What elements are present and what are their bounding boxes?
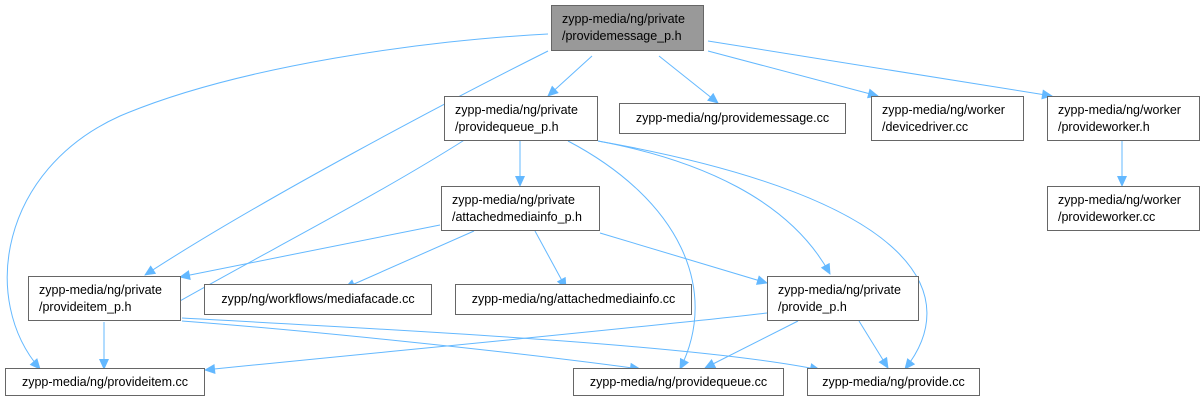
node-line-1: zypp-media/ng/provide.cc	[822, 374, 965, 389]
node-line-2: /provide_p.h	[778, 299, 847, 314]
node-line-1: zypp-media/ng/private	[39, 282, 162, 297]
node-line-2: /attachedmediainfo_p.h	[452, 209, 582, 224]
node-line-1: zypp-media/ng/attachedmediainfo.cc	[471, 292, 676, 306]
node-line-1: zypp-media/ng/private	[562, 12, 685, 26]
node-provideitem-cc[interactable]: zypp-media/ng/provideitem.cc	[5, 368, 205, 396]
node-line-2: /devicedriver.cc	[882, 119, 969, 134]
node-line-1: zypp-media/ng/provideitem.cc	[21, 374, 189, 389]
node-providequeue-p-h[interactable]: zypp-media/ng/private /providequeue_p.h	[444, 96, 598, 141]
node-provideitem-p-h[interactable]: zypp-media/ng/private /provideitem_p.h	[28, 276, 181, 321]
node-mediafacade-cc[interactable]: zypp/ng/workflows/mediafacade.cc	[204, 284, 432, 315]
edge-providequeue-cc-to-provide-h	[704, 320, 799, 369]
node-line-1: zypp-media/ng/worker	[1058, 102, 1181, 117]
edge-providequeue-cc-to-providequeue-h	[567, 140, 696, 370]
node-line-1: zypp-media/ng/private	[455, 102, 578, 117]
node-line-2: /provideworker.cc	[1058, 209, 1156, 224]
node-attachedmediainfo-cc[interactable]: zypp-media/ng/attachedmediainfo.cc	[455, 284, 692, 315]
edge-provideitem-cc-to-root	[6, 33, 549, 370]
node-line-1: zypp-media/ng/private	[452, 192, 575, 207]
edge-provide-cc-to-provideitem-h	[181, 317, 821, 373]
node-line-1: zypp-media/ng/providemessage.cc	[635, 111, 830, 125]
node-attachedmediainfo-p-h[interactable]: zypp-media/ng/private /attachedmediainfo…	[441, 186, 600, 231]
node-line-1: zypp-media/ng/providequeue.cc	[589, 374, 768, 389]
node-line-1: zypp-media/ng/private	[778, 282, 901, 297]
node-provide-cc[interactable]: zypp-media/ng/provide.cc	[807, 368, 980, 396]
node-line-1: zypp-media/ng/worker	[1058, 192, 1181, 207]
node-line-2: /provideitem_p.h	[39, 299, 132, 314]
edge-provide-cc-to-provide-h	[858, 320, 889, 369]
edge-provideitem-h-to-root	[144, 50, 549, 276]
node-line-1: zypp-media/ng/worker	[882, 102, 1005, 117]
edge-provide-h-to-providequeue-h	[597, 140, 831, 275]
node-provideworker-h[interactable]: zypp-media/ng/worker /provideworker.h	[1047, 96, 1200, 141]
edge-provideitem-cc-to-provide-h	[204, 312, 768, 374]
node-line-2: /providequeue_p.h	[455, 119, 559, 134]
node-devicedriver-cc[interactable]: zypp-media/ng/worker /devicedriver.cc	[871, 96, 1024, 141]
node-line-2: /provideworker.h	[1058, 119, 1150, 134]
edge-provideworker-h-to-root	[707, 40, 1053, 100]
node-line-1: zypp/ng/workflows/mediafacade.cc	[221, 292, 415, 306]
edge-provide-cc-to-providequeue-h	[597, 140, 928, 370]
node-providequeue-cc[interactable]: zypp-media/ng/providequeue.cc	[573, 368, 784, 396]
node-line-2: /providemessage_p.h	[562, 29, 682, 43]
edge-attachedmediainfo-cc-to-attachedmediainfo-h	[534, 230, 567, 289]
node-providemessage-cc[interactable]: zypp-media/ng/providemessage.cc	[619, 103, 846, 134]
edge-providemessage-cc-to-root	[658, 55, 719, 104]
edge-mediafacade-cc-to-attachedmediainfo-h	[344, 230, 475, 289]
edge-provideitem-h-to-providequeue-h	[149, 138, 467, 319]
edge-providequeue-cc-to-provideitem-h	[181, 320, 641, 373]
edge-devicedriver-cc-to-root	[707, 50, 879, 99]
node-provide-p-h[interactable]: zypp-media/ng/private /provide_p.h	[767, 276, 919, 321]
node-providemessage-p-h[interactable]: zypp-media/ng/private /providemessage_p.…	[551, 5, 704, 51]
node-provideworker-cc[interactable]: zypp-media/ng/worker /provideworker.cc	[1047, 186, 1200, 231]
edge-provide-h-to-attachedmediainfo-h	[599, 232, 768, 285]
edge-provideitem-h-to-attachedmediainfo-h	[179, 224, 441, 280]
edge-providequeue-h-to-root	[547, 55, 593, 97]
